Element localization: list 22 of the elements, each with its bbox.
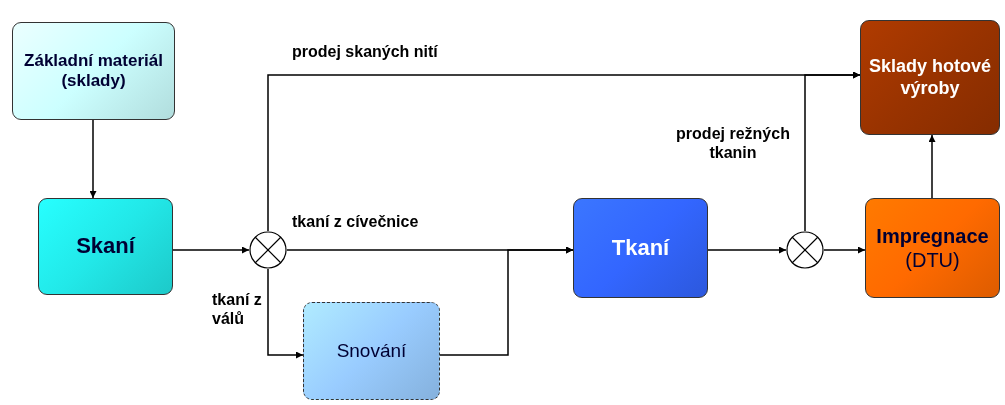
process-box [38, 198, 173, 295]
arrow [172, 246, 250, 254]
box-title: Impregnace [876, 224, 989, 248]
arrow [804, 71, 861, 232]
arrow [823, 246, 866, 254]
arrow [89, 119, 97, 199]
box-title: Snování [336, 339, 407, 363]
box-title: Skaní [76, 233, 135, 260]
arrow [267, 268, 304, 359]
arrow [439, 246, 574, 356]
process-box [573, 198, 708, 298]
box-title: Základní materiál (sklady) [23, 50, 164, 92]
process-box [860, 20, 1000, 135]
box-title: Tkaní [611, 234, 670, 262]
box-subtitle: (DTU) [905, 248, 960, 272]
process-box [865, 198, 1000, 298]
arrow [928, 134, 936, 199]
arrow [707, 246, 787, 254]
process-box [12, 22, 175, 120]
box-title: Sklady hotové výroby [867, 55, 992, 100]
edge-label: prodej skaných nití [290, 42, 440, 62]
process-box [303, 302, 440, 400]
